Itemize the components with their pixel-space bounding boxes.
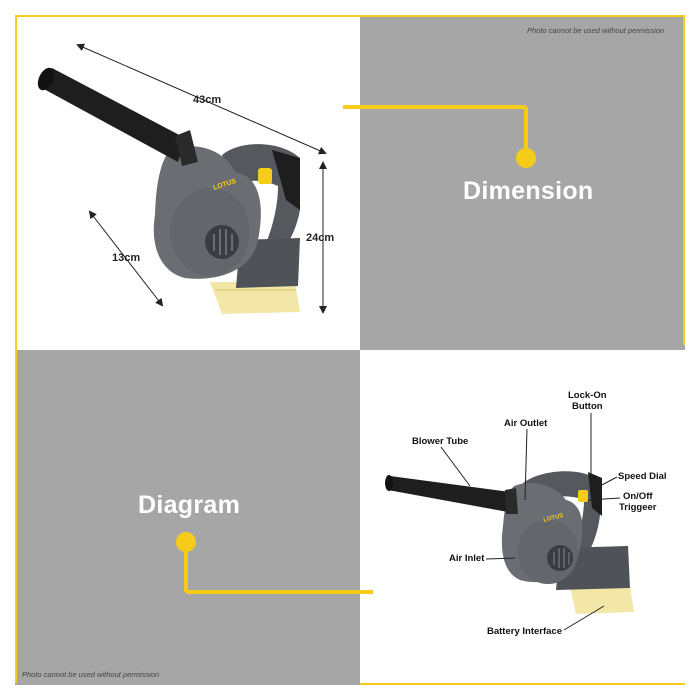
callout-lock-on-button: Lock-On Button: [568, 390, 607, 412]
callout-battery-interface: Battery Interface: [487, 626, 562, 637]
yellow-frame: [15, 15, 683, 683]
height-label: 24cm: [306, 232, 335, 244]
brand-logo-bottom: LOTUS: [543, 513, 564, 524]
blower-photo-bottom: LOTUS: [385, 471, 634, 614]
callout-on-off-trigger: On/Off Triggeer: [619, 491, 657, 513]
yellow-frame-right: [683, 15, 685, 345]
width-label: 13cm: [112, 252, 141, 264]
width-arrow: [88, 210, 164, 307]
dimension-connector: [343, 105, 536, 168]
callout-blower-tube: Blower Tube: [412, 436, 469, 447]
callout-lines: [440, 413, 621, 631]
callout-air-inlet: Air Inlet: [449, 553, 485, 564]
copyright-note-top: Photo cannot be used without permission: [527, 26, 665, 35]
callout-air-outlet: Air Outlet: [504, 418, 548, 429]
yellow-frame-bottom: [360, 683, 685, 685]
callout-speed-dial: Speed Dial: [618, 471, 667, 482]
diagram-connector: [176, 532, 373, 594]
length-label: 43cm: [193, 94, 222, 106]
diagram-heading: Diagram: [138, 491, 241, 519]
copyright-note-bottom: Photo cannot be used without permission: [22, 670, 160, 679]
length-arrow: [76, 43, 327, 155]
diagram-label-panel: [15, 350, 360, 685]
blower-photo-top: LOTUS: [37, 67, 300, 314]
dimension-label-panel: [360, 15, 685, 350]
dimension-heading: Dimension: [463, 177, 594, 205]
